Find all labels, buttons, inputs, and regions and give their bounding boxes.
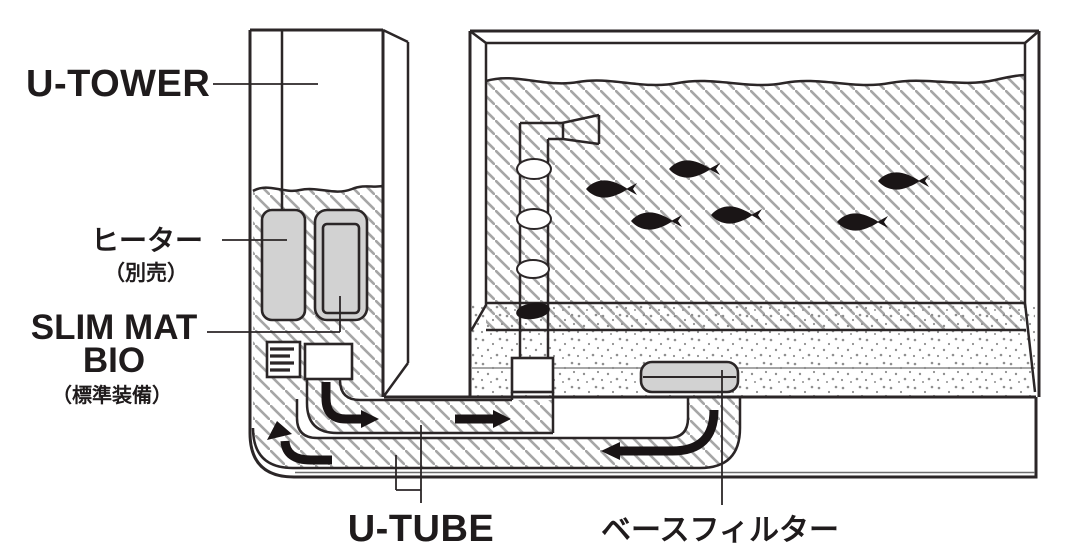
bubble xyxy=(516,158,552,180)
label-slim-mat-note: （標準装備） xyxy=(52,383,172,407)
tank-inner-left-wall xyxy=(469,43,488,332)
label-u-tower: U-TOWER xyxy=(26,63,210,105)
riser-connector-box xyxy=(510,356,555,394)
stand-outline xyxy=(248,30,1038,479)
bubble xyxy=(516,259,550,279)
tank-inner-right-wall xyxy=(1023,43,1037,393)
label-heater-note: （別売） xyxy=(104,261,188,285)
water-surface-tank xyxy=(485,73,1026,87)
labels: U-TOWER ヒーター （別売） SLIM MAT BIO （標準装備） U-… xyxy=(26,63,839,550)
label-heater: ヒーター xyxy=(91,225,203,256)
tank-outer-frame xyxy=(468,29,1041,397)
gravel-bed xyxy=(472,301,1035,397)
tank-rim-bevels xyxy=(469,30,1040,44)
debris-blob xyxy=(516,302,550,320)
label-slim-mat-bio: BIO xyxy=(83,341,145,380)
flow-arrows xyxy=(267,382,719,465)
flow-arrow-top-channel-right xyxy=(455,410,511,428)
leader-slim-mat xyxy=(207,296,341,333)
slim-mat-bio-cartridge xyxy=(313,208,369,322)
tower-internals xyxy=(260,208,369,381)
stand-and-u-tube xyxy=(248,30,1038,479)
flow-arrow-pump-outlet xyxy=(321,382,379,428)
tank-water xyxy=(486,75,1025,330)
bubble xyxy=(516,208,552,230)
outlet-nozzle xyxy=(561,113,601,146)
intake-grille xyxy=(265,340,302,379)
riser-pipe xyxy=(510,113,601,394)
tank-structure xyxy=(468,29,1041,397)
flow-arrow-bottom-channel-left xyxy=(601,409,719,460)
flow-arrow-return-up xyxy=(267,421,332,465)
tower-3d-edge xyxy=(382,28,410,397)
label-base-filter: ベースフィルター xyxy=(601,514,839,547)
u-tower-structure xyxy=(250,28,410,397)
water-surface-tower xyxy=(252,184,383,193)
label-u-tube: U-TUBE xyxy=(348,508,495,550)
base-filter-unit xyxy=(639,360,740,394)
heater-unit xyxy=(260,208,307,322)
pump-box xyxy=(303,342,354,381)
leader-lines xyxy=(207,83,723,505)
leader-u-tube xyxy=(395,425,422,503)
label-slim-mat: SLIM MAT xyxy=(31,308,198,347)
water-fill-areas xyxy=(253,75,1025,468)
